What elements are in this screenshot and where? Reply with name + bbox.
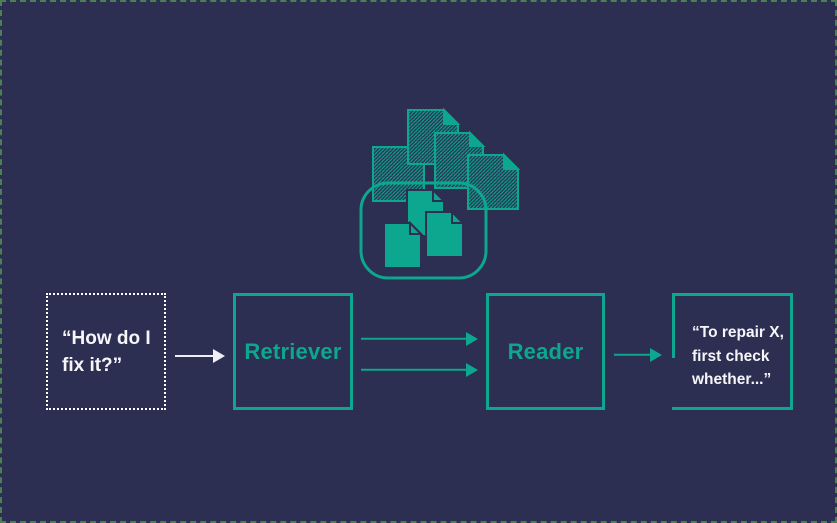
document-collection-box: [359, 181, 488, 280]
answer-box: “To repair X, first check whether...”: [672, 293, 793, 410]
answer-text-line: “To repair X,: [692, 324, 784, 342]
arrow-head-icon: [466, 362, 478, 377]
arrow-head-icon: [466, 331, 478, 346]
arrow-retriever-to-reader-bottom: [361, 362, 478, 377]
arrow-head-icon: [650, 347, 662, 362]
retriever-box: Retriever: [233, 293, 353, 410]
arrow-retriever-to-reader-top: [361, 331, 478, 346]
arrow-shaft: [614, 353, 652, 356]
query-text-line: “How do I: [62, 327, 151, 349]
solid-document-icon: [425, 209, 466, 258]
retriever-label: Retriever: [244, 338, 342, 364]
arrow-query-to-retriever: [175, 348, 225, 363]
query-box: “How do I fix it?”: [46, 293, 166, 410]
query-text-line: fix it?”: [62, 354, 123, 376]
answer-box-left-border: [672, 296, 675, 358]
answer-text-line: whether...”: [692, 371, 772, 389]
arrow-head-icon: [213, 348, 225, 363]
hatched-document-icon: [467, 152, 521, 210]
reader-box: Reader: [486, 293, 605, 410]
answer-text-line: first check: [692, 347, 770, 365]
arrow-reader-to-answer: [614, 347, 662, 362]
reader-label: Reader: [507, 338, 584, 364]
arrow-shaft: [361, 368, 468, 371]
solid-document-icon: [383, 220, 424, 269]
arrow-shaft: [361, 337, 468, 340]
knowledge-base-icon: [359, 107, 521, 280]
arrow-shaft: [175, 354, 215, 357]
